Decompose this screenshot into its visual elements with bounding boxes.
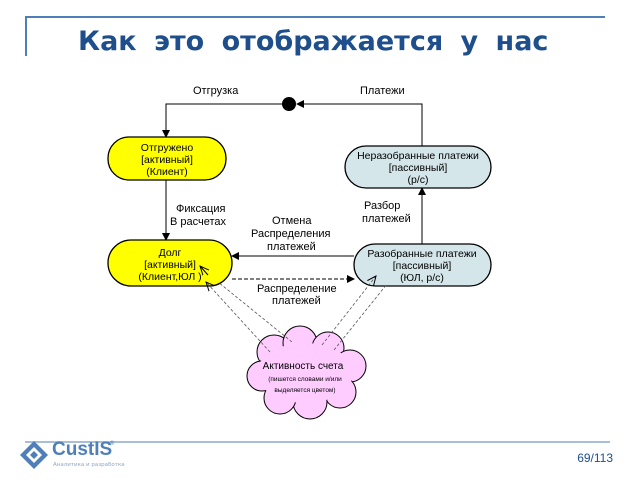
cloud-link-debt-2 <box>217 281 293 343</box>
node-parsed-line2: [пассивный] <box>393 260 452 272</box>
label-fixation-2: В расчетах <box>170 216 227 228</box>
node-unparsed <box>344 145 492 189</box>
node-shipped <box>107 136 227 181</box>
label-distribute-2: платежей <box>272 295 321 307</box>
cloud-link-parsed-2 <box>333 283 388 351</box>
label-payments: Платежи <box>360 85 405 97</box>
label-fixation-1: Фиксация <box>176 203 226 215</box>
company-logo: CustIS ® Аналитика и разработка <box>18 437 138 477</box>
initial-state-dot <box>282 97 296 111</box>
label-parse-1: Разбор <box>364 200 400 212</box>
node-debt-line2: [активный] <box>144 259 196 271</box>
header-rule <box>25 16 605 18</box>
debt-status-marker <box>200 266 208 275</box>
footer-rule <box>25 441 610 443</box>
node-debt-line1: Долг <box>159 247 182 259</box>
node-unparsed-line1: Неразобранные платежи <box>357 150 479 162</box>
page-number: 69/113 <box>577 451 613 465</box>
arrow-shipment <box>162 103 282 138</box>
node-parsed-line1: Разобранные платежи <box>367 248 476 260</box>
logo-name: CustIS <box>52 439 113 460</box>
node-unparsed-line3: (р/с) <box>408 174 429 186</box>
node-shipped-line3: (Клиент) <box>146 166 188 178</box>
node-unparsed-line2: [пассивный] <box>389 162 448 174</box>
label-cancel-3: платежей <box>267 241 316 253</box>
cloud-title: Активность счета <box>263 361 344 372</box>
node-parsed <box>353 243 492 287</box>
label-distribute-1: Распределение <box>257 283 337 295</box>
header-accent-bar <box>25 16 27 56</box>
cloud-account-activity <box>246 325 367 420</box>
node-parsed-line3: (ЮЛ, р/с) <box>400 272 444 284</box>
node-debt-line3: (Клиент,ЮЛ ) <box>138 271 201 283</box>
logo-tagline: Аналитика и разработка <box>53 462 125 468</box>
arrow-payments <box>296 100 423 146</box>
cloud-link-debt-1 <box>206 282 271 353</box>
label-shipment: Отгрузка <box>193 85 239 97</box>
slide-title: Как это отображается у нас <box>78 26 549 57</box>
logo-trademark: ® <box>109 440 115 447</box>
logo-mark-icon <box>20 441 48 469</box>
node-shipped-line2: [активный] <box>141 154 193 166</box>
node-shipped-line1: Отгружено <box>141 142 194 154</box>
label-cancel-1: Отмена <box>272 215 312 227</box>
label-parse-2: платежей <box>362 213 411 225</box>
cloud-note-1: (пишется словами и/или <box>268 376 342 383</box>
cloud-note-2: выделяется цветом) <box>274 387 335 394</box>
label-cancel-2: Распределения <box>251 228 330 240</box>
